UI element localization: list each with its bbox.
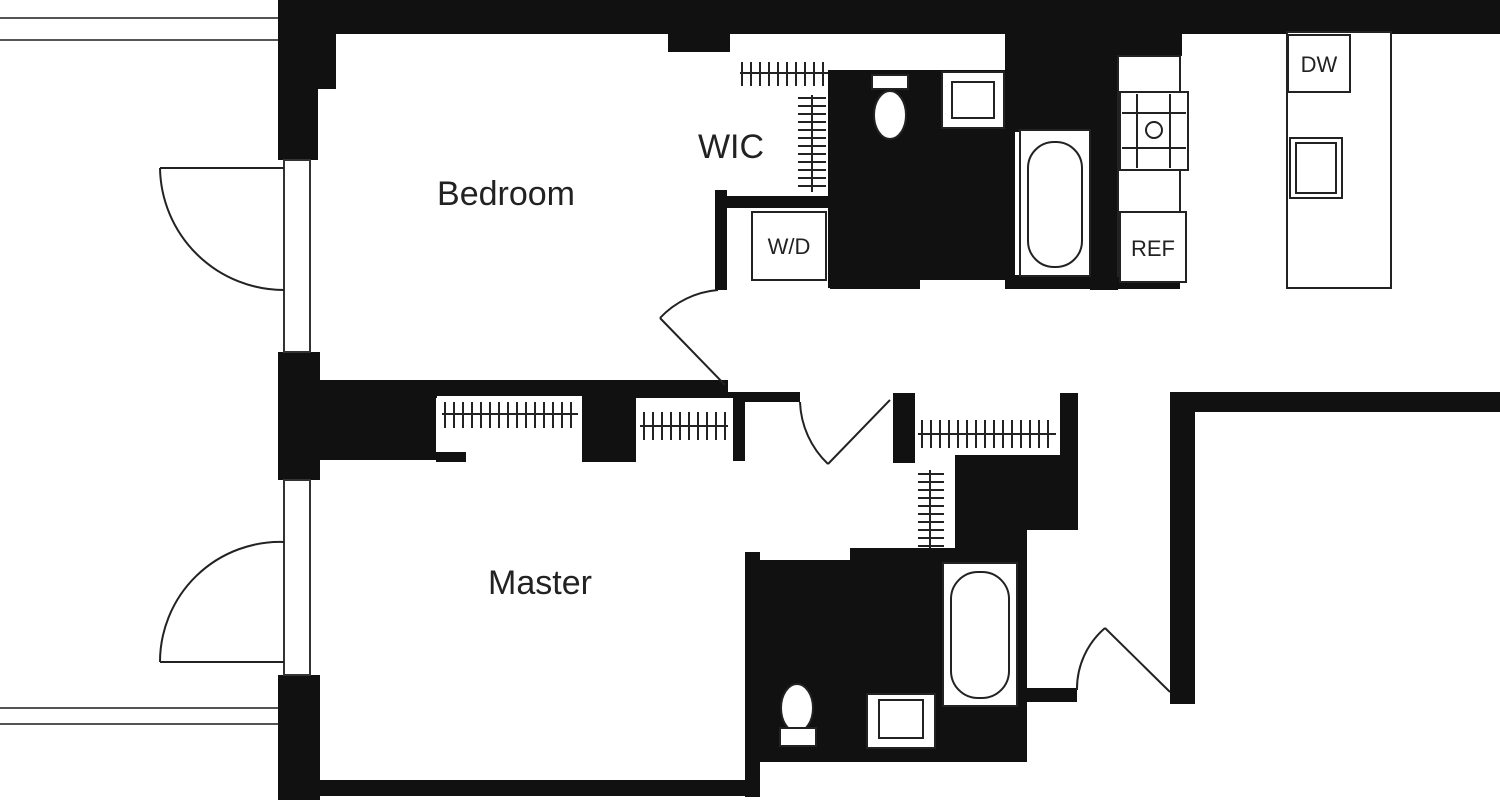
room-label-master: Master bbox=[488, 564, 592, 602]
toilet bbox=[780, 683, 814, 733]
room-label-bedroom: Bedroom bbox=[437, 175, 575, 213]
balcony-railing bbox=[0, 17, 278, 725]
dishwasher-box bbox=[1287, 34, 1351, 93]
doors bbox=[159, 167, 1171, 693]
closet-hangers bbox=[444, 62, 1049, 547]
fixture-label-dishwasher: DW bbox=[1301, 52, 1338, 77]
fixture-label-washer-dryer: W/D bbox=[768, 234, 811, 259]
walls bbox=[278, 0, 1500, 800]
refrigerator-box bbox=[1119, 211, 1187, 283]
toilet bbox=[873, 90, 907, 140]
fixture-label-refrigerator: REF bbox=[1131, 236, 1175, 261]
kitchen-fixtures bbox=[751, 31, 1392, 289]
washer-dryer-box bbox=[751, 211, 827, 281]
room-label-wic: WIC bbox=[698, 128, 764, 166]
bathroom-fixtures bbox=[779, 71, 1091, 749]
windows bbox=[283, 159, 311, 676]
